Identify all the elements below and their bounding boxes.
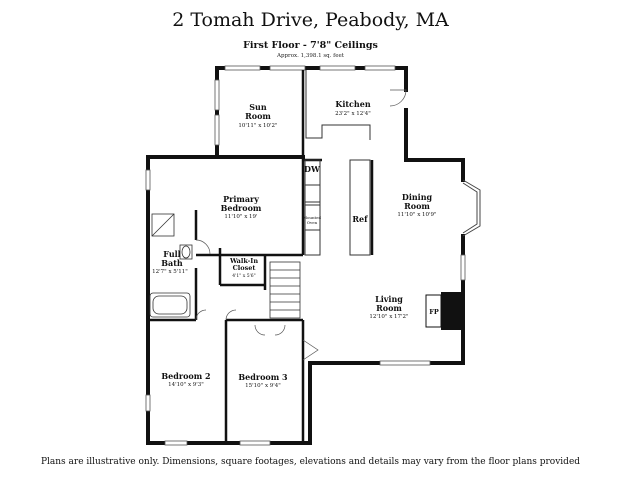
bedroom-3-dims: 15'10" x 9'4" <box>245 383 281 389</box>
bay-window <box>462 179 481 237</box>
walk-in-closet-dims: 4'1" x 5'6" <box>232 273 255 279</box>
kitchen-dims: 23'2" x 12'4" <box>335 111 371 117</box>
living-room-name-2: Room <box>376 303 402 313</box>
bedroom-3-name: Bedroom 3 <box>238 372 288 382</box>
full-bath-dims: 12'7" x 5'11" <box>152 269 188 275</box>
walk-in-closet-name: Walk-In <box>229 257 258 265</box>
floor-subtitle: First Floor - 7'8" Ceilings <box>243 40 378 51</box>
sun-room-dims: 10'11" x 10'2" <box>238 123 277 129</box>
primary-bedroom-dims: 11'10" x 19' <box>224 214 257 220</box>
living-room-name: Living <box>375 294 403 304</box>
bath-fixtures <box>149 213 193 318</box>
plan-title: 2 Tomah Drive, Peabody, MA <box>172 9 449 31</box>
bedroom-2-name: Bedroom 2 <box>161 371 210 381</box>
sun-room-name: Sun <box>249 102 267 112</box>
interior-walls <box>148 70 374 443</box>
bedroom-2-dims: 14'10" x 9'3" <box>168 382 204 388</box>
oven-label-2: Oven <box>307 220 318 225</box>
dining-room-dims: 11'10" x 10'9" <box>397 212 436 218</box>
room-labels: Sun Room 10'11" x 10'2" Kitchen 23'2" x … <box>152 99 439 389</box>
dining-room-name: Dining <box>402 192 433 202</box>
dining-room-name-2: Room <box>404 201 430 211</box>
windows <box>145 65 466 446</box>
primary-bedroom-name-2: Bedroom <box>221 203 262 213</box>
dishwasher-label: DW <box>304 164 321 174</box>
sun-room-name-2: Room <box>245 111 271 121</box>
stairs <box>269 261 301 319</box>
approx-area: Approx. 1,398.1 sq. feet <box>277 53 344 59</box>
living-room-dims: 12'10" x 17'2" <box>369 314 408 320</box>
fireplace-label: FP <box>429 308 439 316</box>
disclaimer: Plans are illustrative only. Dimensions,… <box>40 457 581 467</box>
fireplace <box>425 292 463 330</box>
door-swings <box>195 89 407 361</box>
walk-in-closet-name-2: Closet <box>233 264 256 272</box>
full-bath-name: Full <box>163 249 180 259</box>
primary-bedroom-name: Primary <box>223 194 259 204</box>
refrigerator-label: Ref <box>352 214 368 224</box>
oven-label: Mounted <box>303 215 322 220</box>
kitchen-name: Kitchen <box>335 99 370 109</box>
full-bath-name-2: Bath <box>161 258 183 268</box>
kitchen-counters <box>304 70 371 256</box>
